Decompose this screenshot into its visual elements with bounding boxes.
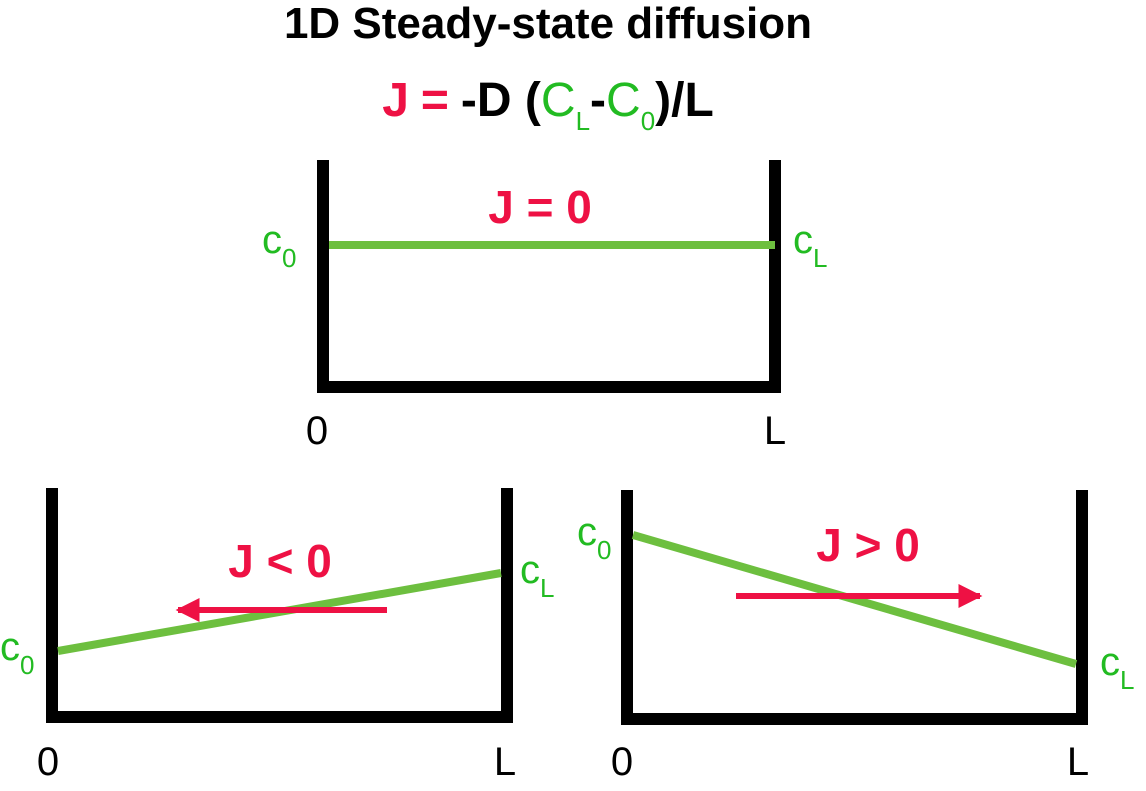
equation-j: J	[382, 74, 409, 127]
panel-zero-flux: J = 0 c0 cL 0 L	[262, 160, 827, 453]
equation-c-l: C	[541, 74, 576, 127]
x-length-label: L	[1067, 740, 1089, 784]
c0-label: c0	[0, 625, 34, 680]
equation-c-0: C	[606, 74, 641, 127]
equation-tail: )/L	[655, 74, 714, 127]
x-origin-label: 0	[306, 409, 328, 453]
container-walls	[621, 490, 1088, 725]
equation-sub-0: 0	[641, 106, 655, 136]
flux-label: J > 0	[816, 519, 920, 571]
concentration-profile	[631, 531, 1078, 668]
flux-equation: J=-D (CL-C0)/L	[382, 74, 714, 136]
x-origin-label: 0	[611, 740, 633, 784]
cl-label: cL	[793, 218, 827, 273]
panel-positive-flux: J > 0 c0 cL 0 L	[577, 490, 1134, 784]
x-origin-label: 0	[37, 740, 59, 784]
page-title: 1D Steady-state diffusion	[284, 0, 812, 48]
container-walls	[317, 160, 781, 393]
equation-equals: =	[421, 74, 449, 127]
c0-label: c0	[577, 510, 611, 565]
x-length-label: L	[764, 409, 786, 453]
x-length-label: L	[494, 740, 516, 784]
container-walls	[46, 488, 513, 723]
equation-sub-l: L	[576, 106, 590, 136]
cl-label: cL	[1100, 640, 1134, 695]
equation-minus-d: -D (	[461, 74, 541, 127]
c0-label: c0	[262, 218, 296, 273]
flux-label: J < 0	[228, 535, 332, 587]
flux-label: J = 0	[488, 181, 592, 233]
cl-label: cL	[520, 548, 554, 603]
equation-dash: -	[590, 74, 606, 127]
panel-negative-flux: J < 0 c0 cL 0 L	[0, 488, 554, 784]
